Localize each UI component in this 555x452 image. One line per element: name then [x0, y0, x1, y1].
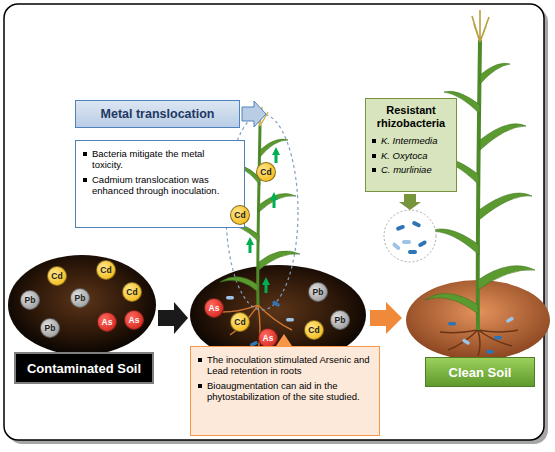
- metal-ion-circle: Pb: [20, 290, 40, 310]
- metal-symbol: Pb: [45, 323, 56, 333]
- bacterium: [418, 240, 428, 248]
- species-name: C. murliniae: [371, 164, 451, 175]
- metal-ion-circle: As: [97, 312, 117, 332]
- up-arrow: [276, 334, 292, 346]
- bacteria: [226, 220, 514, 353]
- bullet-text: Cadmium translocation was enhanced throu…: [82, 174, 238, 197]
- metal-symbol: As: [129, 315, 140, 325]
- process-arrow: [370, 302, 402, 334]
- box-label: Metal translocation: [101, 107, 215, 121]
- metal-symbol: As: [263, 333, 274, 343]
- metal-symbol: Pb: [25, 295, 36, 305]
- bullet-text: Bioaugmentation can aid in the phytostab…: [197, 380, 373, 403]
- metal-ion-circle: As: [204, 298, 224, 318]
- metal-ion-circle: Cd: [256, 162, 276, 182]
- heading-box: Metal translocation: [75, 100, 240, 128]
- bacteria-list-box: Resistant rhizobacteria K. Intermedia K. O…: [365, 98, 457, 192]
- uptake-arrow: [272, 147, 280, 163]
- metal-symbol: Pb: [313, 287, 324, 297]
- metal-ion-circle: Pb: [330, 310, 350, 330]
- bacterium: [402, 240, 411, 244]
- process-arrow: [158, 302, 188, 334]
- bullet-text: Bacteria mitigate the metal toxicity.: [82, 148, 238, 171]
- metal-symbol: Cd: [308, 325, 319, 335]
- metal-ion-circle: Cd: [96, 260, 116, 280]
- species-name: K. Intermedia: [371, 135, 451, 146]
- bacterium: [272, 300, 281, 307]
- metal-symbol: As: [209, 303, 220, 313]
- bacterium: [286, 318, 294, 322]
- bacterium: [448, 322, 456, 326]
- metal-symbol: Cd: [126, 287, 137, 297]
- bacterium: [506, 316, 515, 323]
- bullet-text: The inoculation stimulated Arsenic and L…: [197, 354, 373, 377]
- roots: [440, 330, 518, 356]
- frame: [4, 4, 544, 440]
- bacterium: [462, 338, 471, 345]
- bacterium: [408, 250, 417, 254]
- bacteria-inset: [384, 210, 436, 262]
- bacterium: [486, 350, 494, 354]
- metal-ion-circle: Cd: [230, 205, 250, 225]
- bacterium: [392, 242, 401, 251]
- pointer-arrow: [242, 101, 266, 127]
- metal-symbol: As: [102, 317, 113, 327]
- box-label: Clean Soil: [449, 365, 512, 380]
- metal-symbol: Cd: [234, 317, 245, 327]
- metal-symbol: Cd: [260, 167, 271, 177]
- metal-ion-circle: As: [258, 328, 278, 348]
- soil-label: Clean Soil: [425, 357, 535, 387]
- note-box: The inoculation stimulated Arsenic and L…: [190, 346, 380, 436]
- metal-ion-circle: Pb: [70, 288, 90, 308]
- metal-ion-circle: Cd: [47, 266, 67, 286]
- metal-ion-circle: Cd: [304, 320, 324, 340]
- metal-symbol: Pb: [75, 293, 86, 303]
- bacterium: [226, 296, 234, 300]
- note-box: Bacteria mitigate the metal toxicity. Cad…: [75, 140, 245, 228]
- uptake-arrow: [246, 237, 254, 253]
- bacterium: [412, 220, 422, 227]
- soil-label: Contaminated Soil: [14, 352, 154, 384]
- uptake-arrow: [262, 277, 270, 293]
- metal-ion-circle: Cd: [230, 312, 250, 332]
- metal-ion-circle: Pb: [40, 318, 60, 338]
- down-arrow: [399, 194, 421, 210]
- metal-ion-circle: Cd: [122, 282, 142, 302]
- bacterium: [396, 224, 406, 231]
- plant-stem: [258, 125, 260, 305]
- metal-ion-circle: Pb: [308, 282, 328, 302]
- contaminated-soil: [8, 255, 156, 355]
- metal-ion-circle: As: [124, 310, 144, 330]
- metal-symbol: Cd: [51, 271, 62, 281]
- metal-symbol: Pb: [335, 315, 346, 325]
- roots: [222, 305, 292, 352]
- metal-symbol: Cd: [100, 265, 111, 275]
- uptake-arrow: [270, 192, 278, 208]
- plant-tassel: [472, 10, 489, 42]
- metal-symbol: Cd: [234, 210, 245, 220]
- bacterium: [494, 336, 502, 340]
- species-name: K. Oxytoca: [371, 150, 451, 161]
- box-heading: Resistant rhizobacteria: [371, 104, 451, 130]
- box-label: Contaminated Soil: [27, 361, 141, 376]
